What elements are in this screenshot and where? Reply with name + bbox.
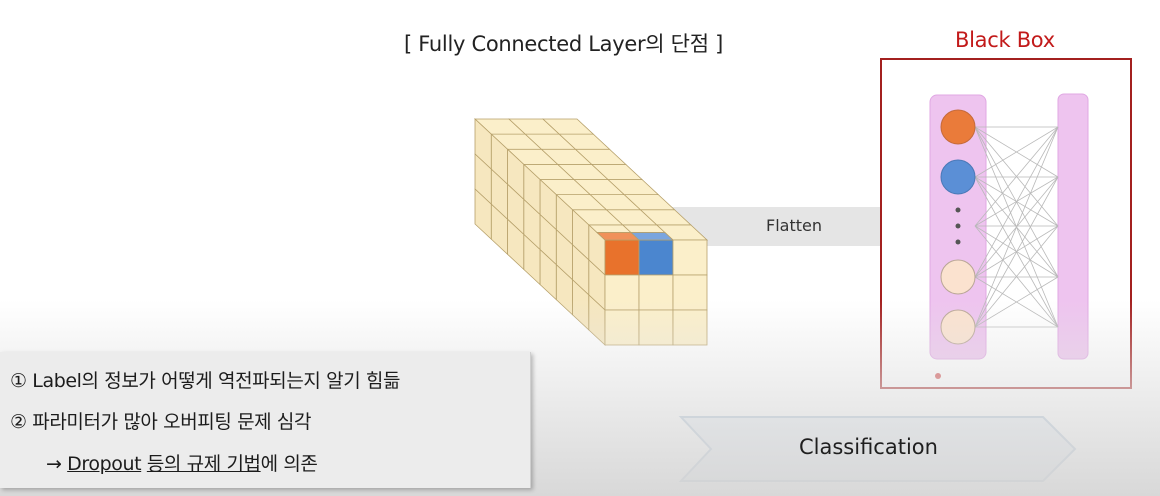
flatten-arrow — [640, 196, 922, 257]
ellipsis-dot — [955, 239, 961, 245]
cube-cell — [638, 239, 674, 276]
cube-cell — [604, 239, 640, 276]
connection-line — [974, 126, 1059, 227]
note-dropout: Dropout — [67, 453, 142, 475]
cube-cell — [541, 118, 595, 135]
ellipsis-dot — [955, 207, 961, 213]
node-blue — [940, 159, 976, 195]
node-orange — [940, 109, 976, 145]
note-tail: 에 의존 — [260, 453, 318, 475]
title-text: [ Fully Connected Layer의 단점 ] — [404, 32, 723, 56]
note-line-1: ① Label의 정보가 어떻게 역전파되는지 알기 힘듦 — [10, 370, 401, 392]
note-arrow: → — [46, 453, 68, 475]
connection-line — [974, 126, 1059, 328]
connection-line — [974, 126, 1059, 278]
ellipsis-dot — [955, 223, 961, 229]
note-line-2: ② 파라미터가 많아 오버피팅 문제 심각 — [10, 411, 312, 433]
note-line-3: → Dropout 등의 규제 기법에 의존 — [46, 449, 318, 476]
black-box-label: Black Box — [955, 28, 1055, 52]
highlight-top — [629, 232, 675, 241]
cube-cell — [474, 188, 492, 241]
node-peach — [940, 259, 976, 295]
note-regularization: 등의 규제 기법 — [146, 453, 261, 475]
classification-label: Classification — [799, 435, 938, 459]
notes-panel: ① Label의 정보가 어떻게 역전파되는지 알기 힘듦 ② 파라미터가 많아… — [0, 352, 531, 488]
flatten-label: Flatten — [766, 216, 822, 235]
connection-line — [974, 126, 1059, 178]
cube-cell — [672, 239, 708, 276]
dense-connections — [974, 126, 1059, 328]
